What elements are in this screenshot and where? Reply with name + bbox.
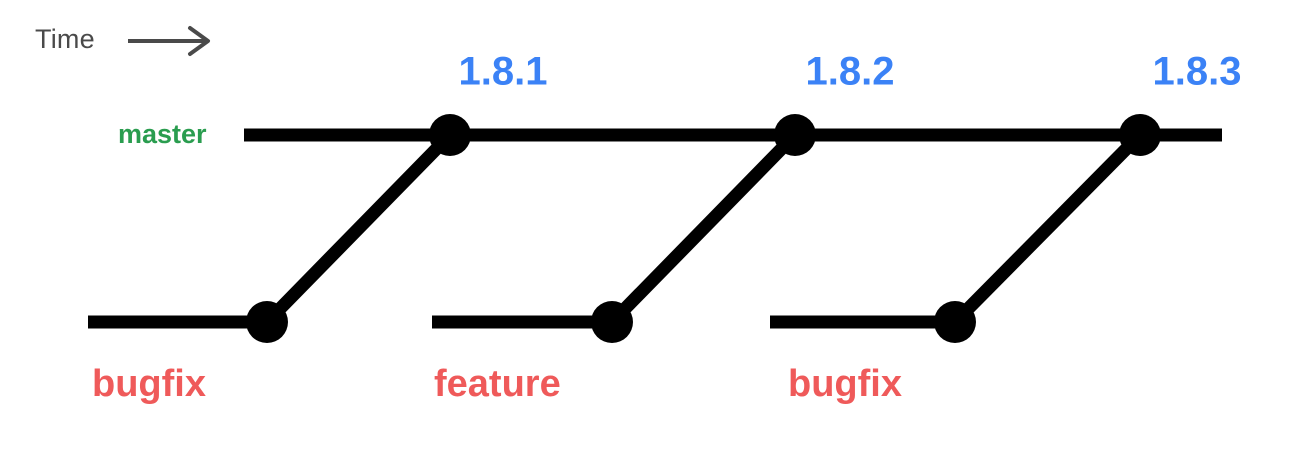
branch-bugfix-1-commit-node [246,301,288,343]
branch-bugfix-1-merge-line [262,130,455,327]
master-branch-label: master [118,119,207,149]
branch-bugfix-1: bugfix [88,130,455,405]
branch-feature-1-commit-node [591,301,633,343]
branch-bugfix-2-label: bugfix [788,363,902,405]
time-axis: Time [35,24,210,56]
time-axis-label: Time [35,24,95,54]
branch-feature-1-merge-line [607,130,800,327]
branch-feature-1-label: feature [434,363,561,405]
master-commit-1-node [429,114,471,156]
branch-bugfix-2: bugfix [770,130,1145,405]
branch-feature-1: feature [432,130,800,405]
time-arrow-icon [128,26,210,56]
branch-bugfix-2-merge-line [950,130,1145,327]
release-tag-3: 1.8.3 [1153,50,1242,94]
release-tag-1: 1.8.1 [459,50,548,94]
branch-bugfix-2-commit-node [934,301,976,343]
master-branch: master [118,119,1222,149]
release-tag-2: 1.8.2 [806,50,895,94]
branch-bugfix-1-label: bugfix [92,363,206,405]
master-commit-2-node [774,114,816,156]
master-commit-3-node [1119,114,1161,156]
